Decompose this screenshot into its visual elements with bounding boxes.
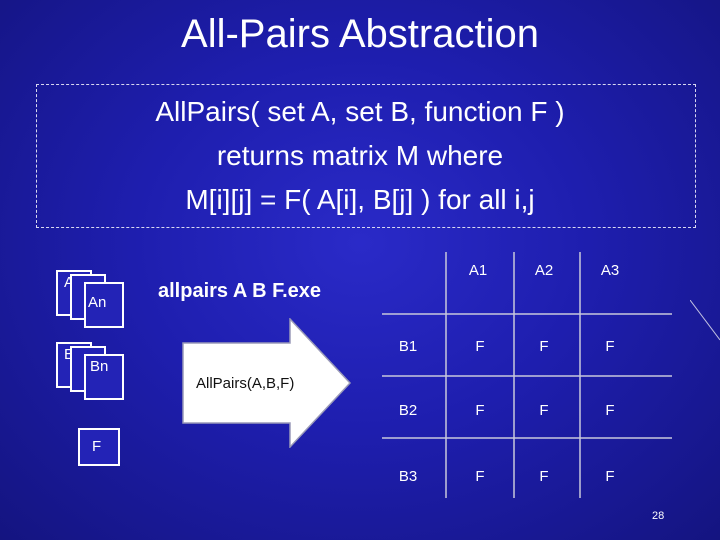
matrix-cell: F (539, 402, 549, 419)
result-matrix-grid (382, 252, 672, 498)
function-f-box: F (78, 428, 120, 466)
definition-line-3: M[i][j] = F( A[i], B[j] ) for all i,j (185, 184, 535, 215)
set-a-front-label: An (88, 294, 107, 311)
definition-box (36, 84, 696, 228)
arrow-label: AllPairs(A,B,F) (196, 375, 295, 392)
set-a-back-label: A (64, 274, 75, 291)
set-a-card-front: An (84, 282, 124, 328)
matrix-cell: F (475, 468, 485, 485)
set-b-front-label: Bn (90, 358, 109, 375)
col-header-a2: A2 (534, 262, 554, 279)
definition-line-2: returns matrix M where (216, 140, 504, 171)
matrix-cell: F (605, 402, 615, 419)
matrix-cell: F (605, 468, 615, 485)
set-b-card-front: Bn (84, 354, 124, 400)
page-number: 28 (652, 510, 665, 522)
matrix-cell: F (475, 402, 485, 419)
matrix-cell: F (539, 468, 549, 485)
row-header-b1: B1 (398, 338, 418, 355)
matrix-cell: F (605, 338, 615, 355)
matrix-cell: F (539, 338, 549, 355)
definition-line-1: AllPairs( set A, set B, function F ) (155, 96, 565, 127)
matrix-cell: F (475, 338, 485, 355)
row-header-b2: B2 (398, 402, 418, 419)
function-f-label: F (92, 438, 102, 455)
process-arrow (182, 318, 352, 448)
slide-title: All-Pairs Abstraction (181, 12, 539, 56)
decorative-line (690, 300, 720, 341)
set-b-back-label: B (64, 346, 75, 363)
col-header-a1: A1 (468, 262, 488, 279)
row-header-b3: B3 (398, 468, 418, 485)
col-header-a3: A3 (600, 262, 620, 279)
command-text: allpairs A B F.exe (158, 280, 322, 302)
